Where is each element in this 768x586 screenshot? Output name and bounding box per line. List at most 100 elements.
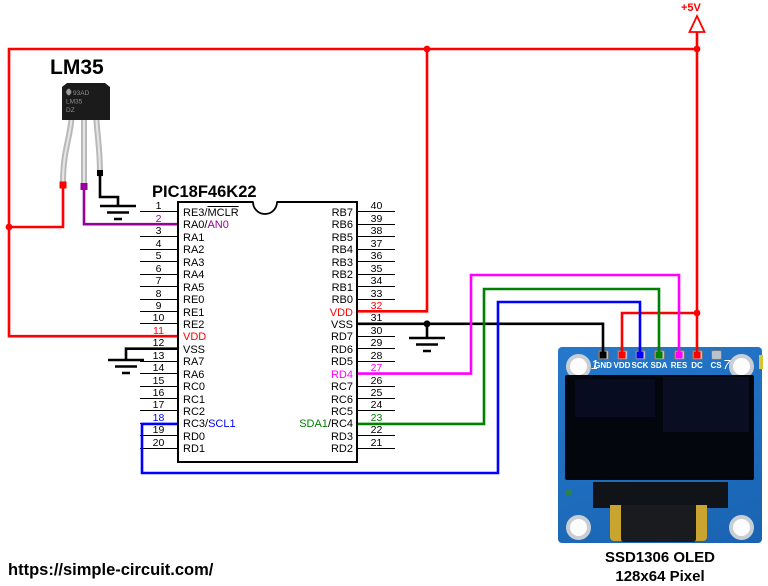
oled-pin-label-res: RES <box>670 361 688 370</box>
pin-stub: 15 <box>140 374 177 387</box>
pin-number: 23 <box>370 411 383 424</box>
mounting-hole <box>566 515 591 540</box>
pin-label: RB1 <box>331 281 353 294</box>
mounting-hole <box>729 515 754 540</box>
pin-number: 18 <box>152 411 165 424</box>
pin-label: RC7 <box>330 381 353 394</box>
pin-stub: 9 <box>140 300 177 312</box>
pin-stub: 29 <box>358 337 395 350</box>
oled-pin-label-sck: SCK <box>631 361 649 370</box>
pin-stub: 31 <box>358 312 395 325</box>
pin-stub: 19 <box>140 424 177 437</box>
oled-pin-label-sda: SDA <box>650 361 668 370</box>
pin-label: VDD <box>329 306 353 319</box>
pin-stub: 22 <box>358 424 395 437</box>
pin-stub: 33 <box>358 287 395 300</box>
pin-number: 26 <box>370 374 383 387</box>
pin-stub: 25 <box>358 387 395 399</box>
pin-label: VSS <box>330 318 353 331</box>
oled-pin-label-gnd: GND <box>594 361 612 370</box>
pin-stub: 21 <box>358 436 395 449</box>
oled-flex-connector-bar <box>593 482 728 508</box>
pin-number: 5 <box>155 250 162 263</box>
pin-label: RB0 <box>331 294 353 307</box>
pin-stub: 39 <box>358 212 395 225</box>
oled-pad-sck <box>634 350 646 360</box>
pin-number: 15 <box>152 374 165 387</box>
pin-stub: 2 <box>140 212 177 225</box>
lm35-package: 93AD LM35 DZ <box>62 83 110 120</box>
oled-pin-index-last: 7 <box>723 357 731 372</box>
pin-number: 36 <box>370 250 383 263</box>
pin-label: RD6 <box>330 343 353 356</box>
pin-stub: 20 <box>140 436 177 449</box>
pin-stub: 34 <box>358 275 395 288</box>
pin-stub: 40 <box>358 200 395 213</box>
lm35-logo-icon <box>66 88 72 96</box>
pin-stub: 38 <box>358 225 395 238</box>
pin-stub: 6 <box>140 262 177 275</box>
oled-flex-ribbon-core <box>621 505 696 542</box>
pin-stub: 16 <box>140 387 177 399</box>
pin-stub: 37 <box>358 237 395 250</box>
pin-number: 3 <box>155 225 162 238</box>
board-edge-mark <box>759 355 763 369</box>
oled-pad-cs <box>710 350 722 360</box>
ic-right-pin-labels: RB7 RB6 RB5 RB4 RB3 RB2 RB1 RB0 VDD VSS … <box>183 207 353 456</box>
pin-number: 37 <box>370 237 383 250</box>
pin-number: 9 <box>155 299 162 312</box>
lm35-title: LM35 <box>50 56 104 79</box>
oled-pad-dc <box>691 350 703 360</box>
pin-number: 1 <box>155 200 162 213</box>
pin-number: 31 <box>370 312 383 325</box>
oled-pin-label-vdd: VDD <box>613 361 631 370</box>
oled-pin-label-cs: CS <box>710 361 722 370</box>
screen-shade <box>575 379 655 417</box>
power-arrow-icon <box>688 13 706 33</box>
oled-caption: SSD1306 OLED 128x64 Pixel <box>558 548 762 586</box>
pin-number: 28 <box>370 349 383 362</box>
plus-5v-label: +5V <box>681 2 701 14</box>
pin-label: RD3 <box>330 430 353 443</box>
pin-number: 40 <box>370 200 383 213</box>
source-url: https://simple-circuit.com/ <box>8 561 214 579</box>
pin-number: 17 <box>152 399 165 412</box>
pin-number: 6 <box>155 262 162 275</box>
pin-number: 14 <box>152 362 165 375</box>
oled-pad-res <box>673 350 685 360</box>
pin-stub: 26 <box>358 374 395 387</box>
pin-number: 20 <box>152 436 165 449</box>
pin-stub: 23 <box>358 411 395 424</box>
pin-number: 29 <box>370 337 383 350</box>
pin-stub: 13 <box>140 349 177 362</box>
ic-title: PIC18F46K22 <box>152 183 257 201</box>
wire-lm35-vplus <box>9 184 65 229</box>
pin-label: RC5 <box>330 406 353 418</box>
pin-label: RC6 <box>330 393 353 406</box>
pin-label: RB6 <box>331 219 353 232</box>
pin-number: 7 <box>155 275 162 288</box>
ic-left-pin-numbers: 1 2 3 4 5 6 7 8 9 10 11 12 13 14 15 16 1… <box>140 200 177 449</box>
pin-stub: 24 <box>358 399 395 412</box>
pin-stub: 8 <box>140 287 177 300</box>
ground-symbol-lm35 <box>100 204 136 221</box>
pin-stub: 10 <box>140 312 177 325</box>
pin-number: 32 <box>370 299 383 312</box>
ic-right-pin-numbers: 40 39 38 37 36 35 34 33 32 31 30 29 28 2… <box>358 200 395 449</box>
oled-pad-gnd <box>597 350 609 360</box>
pin-number: 27 <box>370 362 383 375</box>
oled-pad-vdd <box>616 350 628 360</box>
pin-stub: 7 <box>140 275 177 288</box>
pin-stub: 4 <box>140 237 177 250</box>
pin-label: RD2 <box>330 443 353 456</box>
pin-label: SDA1/RC4 <box>299 418 353 431</box>
pin-label: RD5 <box>330 356 353 369</box>
oled-module-board: 1 GND VDD SCK SDA RES DC CS 7 <box>558 347 763 543</box>
pin-stub: 36 <box>358 250 395 263</box>
pin-number: 13 <box>152 349 165 362</box>
pin-stub: 18 <box>140 411 177 424</box>
pin-number: 22 <box>370 424 383 437</box>
pin-number: 38 <box>370 225 383 238</box>
pin-number: 8 <box>155 287 162 300</box>
pin-stub: 3 <box>140 225 177 238</box>
